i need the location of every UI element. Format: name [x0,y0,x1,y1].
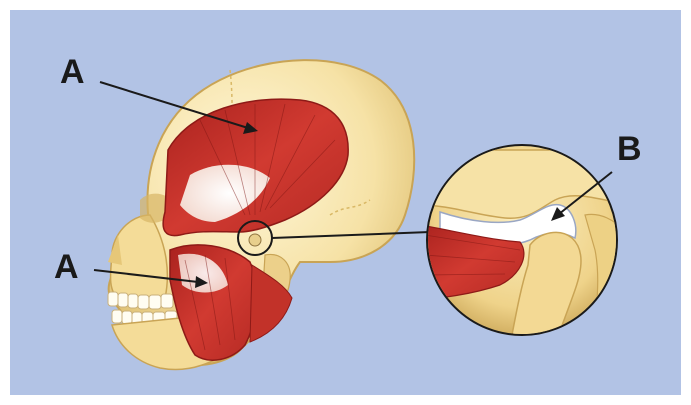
label-masseter: A [54,250,79,284]
label-joint: B [617,132,642,166]
label-temporalis: A [60,55,85,89]
